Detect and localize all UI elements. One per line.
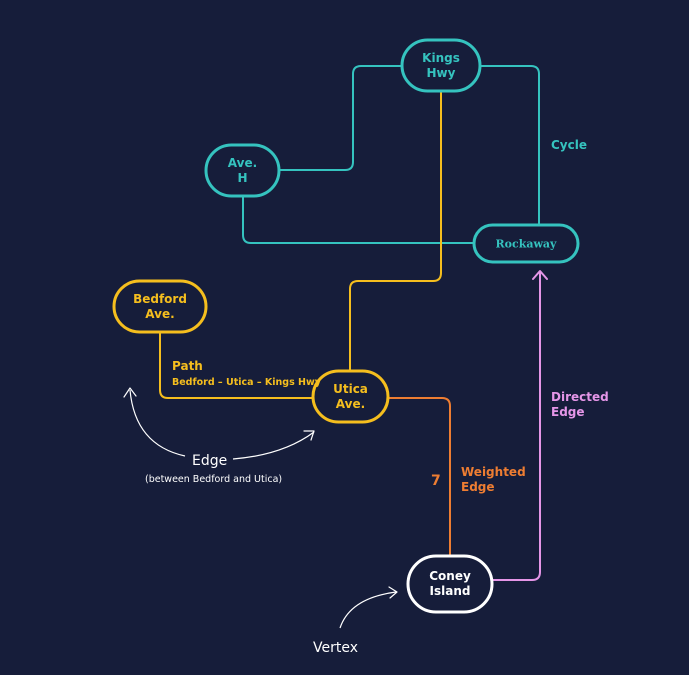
arrowhead-icon	[123, 387, 137, 398]
vertex-annotation-arrow	[339, 591, 397, 629]
node-bedford-line2: Ave.	[145, 307, 174, 321]
arrowhead-icon	[532, 270, 548, 280]
node-kings-hwy-line2: Hwy	[427, 66, 456, 80]
cycle-label: Cycle	[551, 138, 587, 152]
weight-value: 7	[431, 473, 441, 489]
node-utica-line1: Utica	[333, 382, 368, 396]
node-bedford-line1: Bedford	[133, 292, 187, 306]
directed-edge-label-line2: Edge	[551, 405, 585, 419]
vertex-label: Vertex	[313, 640, 358, 656]
node-coney-line1: Coney	[429, 569, 471, 583]
edge-note-label: (between Bedford and Utica)	[145, 474, 282, 485]
edge-annotation-arrow-left	[129, 389, 186, 457]
path-label: Path	[172, 359, 203, 373]
edge-aveh-kings	[279, 65, 402, 171]
node-kings-hwy: Kings Hwy	[400, 38, 482, 93]
node-bedford-ave: Bedford Ave.	[112, 279, 208, 334]
edge-utica-coney-weighted	[388, 397, 451, 556]
node-utica-line2: Ave.	[336, 397, 365, 411]
arrowhead-icon	[303, 430, 315, 441]
node-ave-h-line1: Ave.	[228, 156, 257, 170]
edge-annotation-arrow-right	[232, 431, 315, 460]
edge-coney-rockaway-directed	[492, 272, 541, 581]
edge-label: Edge	[192, 453, 227, 469]
edge-bedford-utica	[159, 333, 313, 399]
directed-edge-label-line1: Directed	[551, 390, 609, 404]
node-rockaway: Rockaway	[472, 223, 580, 264]
node-ave-h-line2: H	[237, 171, 247, 185]
node-kings-hwy-line1: Kings	[422, 51, 460, 65]
edge-kings-rockaway	[480, 65, 540, 225]
node-coney-line2: Island	[430, 584, 471, 598]
node-coney-island: Coney Island	[406, 554, 494, 614]
edge-aveh-rockaway	[242, 196, 474, 244]
node-ave-h: Ave. H	[204, 143, 281, 198]
weighted-edge-label-line2: Edge	[461, 480, 495, 494]
edge-kings-utica	[349, 92, 442, 371]
path-sequence-label: Bedford – Utica – Kings Hwy	[172, 377, 322, 388]
node-utica-ave: Utica Ave.	[311, 369, 390, 424]
node-rockaway-label: Rockaway	[496, 238, 558, 251]
arrowhead-icon	[388, 586, 398, 599]
weighted-edge-label-line1: Weighted	[461, 465, 526, 479]
